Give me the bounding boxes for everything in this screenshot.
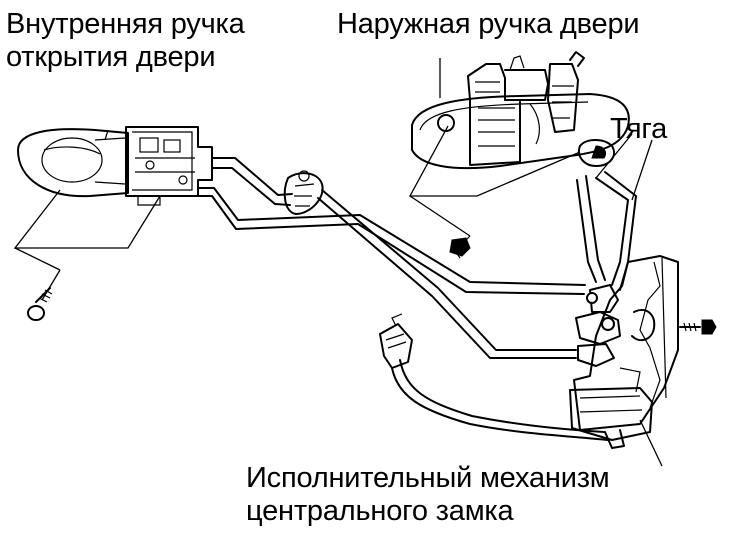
electrical-connector bbox=[379, 313, 609, 441]
actuator-label-line2: центрального замка bbox=[246, 495, 514, 527]
rod-leader bbox=[595, 133, 653, 201]
door-lock bbox=[569, 255, 679, 449]
inner-handle-label: Внутренняя ручка открытия двери bbox=[6, 8, 245, 74]
inner-handle-label-line2: открытия двери bbox=[6, 41, 216, 73]
outer-handle-label: Наружная ручка двери bbox=[337, 8, 640, 40]
screw bbox=[27, 287, 53, 321]
outer-handle-leader bbox=[408, 58, 581, 237]
bolt bbox=[449, 235, 471, 259]
actuator-label: Исполнительный механизм центрального зам… bbox=[246, 462, 610, 528]
lock-screw bbox=[679, 319, 717, 335]
actuator-leader bbox=[639, 419, 663, 467]
inner-handle-leader bbox=[13, 129, 161, 271]
rod-clip bbox=[283, 170, 324, 215]
actuator-label-line1: Исполнительный механизм bbox=[246, 462, 610, 494]
rod bbox=[197, 157, 637, 359]
inner-handle-label-line1: Внутренняя ручка bbox=[6, 8, 245, 40]
outer-door-handle bbox=[411, 51, 630, 170]
inner-door-handle bbox=[17, 126, 213, 206]
